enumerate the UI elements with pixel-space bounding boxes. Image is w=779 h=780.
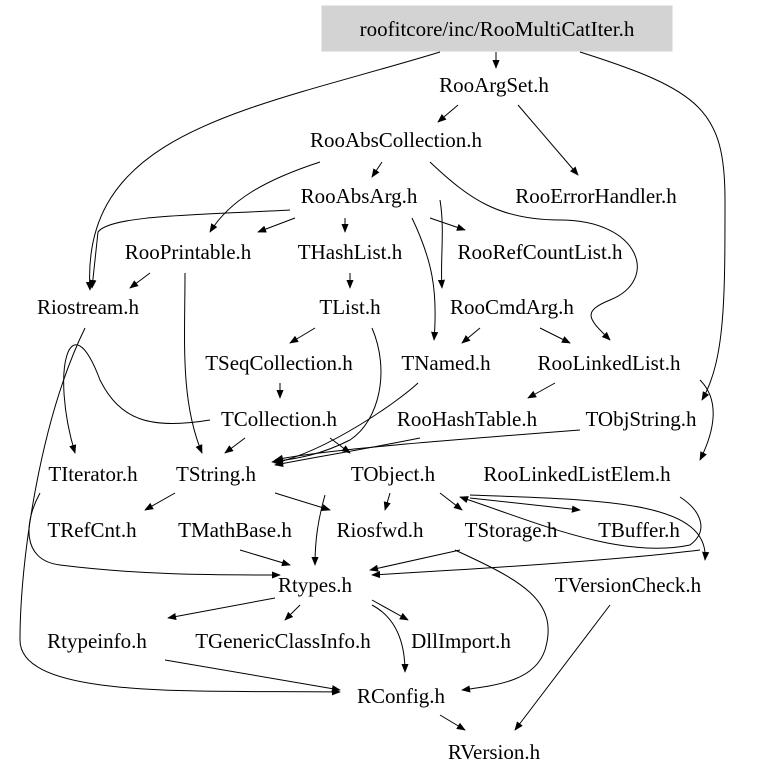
edge [454, 549, 549, 693]
node-tcollection[interactable]: TCollection.h [221, 407, 338, 431]
edge [527, 382, 556, 399]
node-tmathbase[interactable]: TMathBase.h [178, 518, 292, 542]
node-rversion[interactable]: RVersion.h [448, 740, 541, 764]
node-dllimport[interactable]: DllImport.h [411, 629, 511, 653]
node-rooabsarg[interactable]: RooAbsArg.h [301, 184, 418, 208]
node-rtypes[interactable]: Rtypes.h [278, 573, 353, 597]
edge [239, 549, 291, 567]
edge [289, 327, 316, 344]
node-tstorage[interactable]: TStorage.h [465, 518, 558, 542]
node-roolinkedlist[interactable]: RooLinkedList.h [538, 351, 681, 375]
edge [129, 272, 151, 289]
edge [144, 492, 176, 511]
node-trefcnt[interactable]: TRefCnt.h [47, 518, 137, 542]
root-node-box [321, 5, 673, 52]
edge [257, 217, 296, 233]
node-tstring[interactable]: TString.h [176, 462, 256, 486]
node-roocmdarg[interactable]: RooCmdArg.h [450, 295, 574, 319]
node-rooprintable[interactable]: RooPrintable.h [125, 240, 252, 264]
edge [369, 549, 461, 572]
edge [429, 161, 638, 341]
edge [383, 492, 391, 511]
edge [514, 604, 611, 731]
node-roolinkedlistelem[interactable]: RooLinkedListElem.h [483, 462, 671, 486]
edge [699, 379, 714, 461]
edge [274, 437, 421, 467]
node-tbuffer[interactable]: TBuffer.h [598, 518, 680, 542]
node-tobject[interactable]: TObject.h [351, 462, 436, 486]
edge [461, 327, 481, 344]
edge [371, 161, 383, 178]
node-tseqcollection[interactable]: TSeqCollection.h [205, 351, 353, 375]
edge [371, 599, 409, 621]
edge [517, 104, 579, 176]
edge [85, 51, 441, 291]
node-root[interactable]: roofitcore/inc/RooMultiCatIter.h [360, 17, 635, 41]
node-roorefcountlist[interactable]: RooRefCountList.h [457, 240, 623, 264]
node-tversioncheck[interactable]: TVersionCheck.h [555, 573, 702, 597]
edge [164, 659, 341, 693]
edge [209, 161, 321, 233]
node-rtypeinfo[interactable]: Rtypeinfo.h [47, 629, 147, 653]
edge [284, 604, 301, 621]
edge [579, 51, 726, 401]
edge [184, 272, 203, 454]
node-thashlist[interactable]: THashList.h [298, 240, 403, 264]
edge [329, 437, 351, 454]
edge [439, 492, 463, 511]
node-tnamed[interactable]: TNamed.h [401, 351, 491, 375]
edge [19, 327, 341, 696]
node-rooargset[interactable]: RooArgSet.h [439, 73, 549, 97]
edge [271, 327, 382, 465]
edge [311, 494, 326, 566]
node-tlist[interactable]: TList.h [319, 295, 381, 319]
graph-nodes: roofitcore/inc/RooMultiCatIter.h RooArgS… [37, 5, 702, 764]
edge [411, 217, 439, 341]
edge [459, 496, 702, 549]
edge [89, 209, 291, 289]
node-riostream[interactable]: Riostream.h [37, 295, 140, 319]
edge [274, 382, 419, 465]
edge [469, 497, 581, 513]
node-roohashtable[interactable]: RooHashTable.h [397, 407, 538, 431]
node-tobjstring[interactable]: TObjString.h [585, 407, 697, 431]
node-rooabscollection[interactable]: RooAbsCollection.h [310, 128, 483, 152]
graph-edges [19, 51, 726, 731]
edge [437, 104, 459, 123]
edge [539, 327, 571, 344]
edge [429, 217, 466, 231]
node-riosfwd[interactable]: Riosfwd.h [337, 518, 424, 542]
edge [371, 604, 409, 673]
edge [274, 429, 581, 462]
edge [274, 492, 331, 512]
node-rooerrorhandler[interactable]: RooErrorHandler.h [515, 184, 677, 208]
edge [224, 437, 246, 454]
edge [167, 597, 276, 621]
edge [439, 714, 466, 731]
node-titerator[interactable]: TIterator.h [48, 462, 138, 486]
edge [63, 344, 211, 454]
edge [371, 549, 701, 579]
edge [437, 199, 446, 289]
edge [469, 494, 710, 561]
node-tgenericclassinfo[interactable]: TGenericClassInfo.h [195, 629, 371, 653]
node-rconfig[interactable]: RConfig.h [357, 684, 446, 708]
